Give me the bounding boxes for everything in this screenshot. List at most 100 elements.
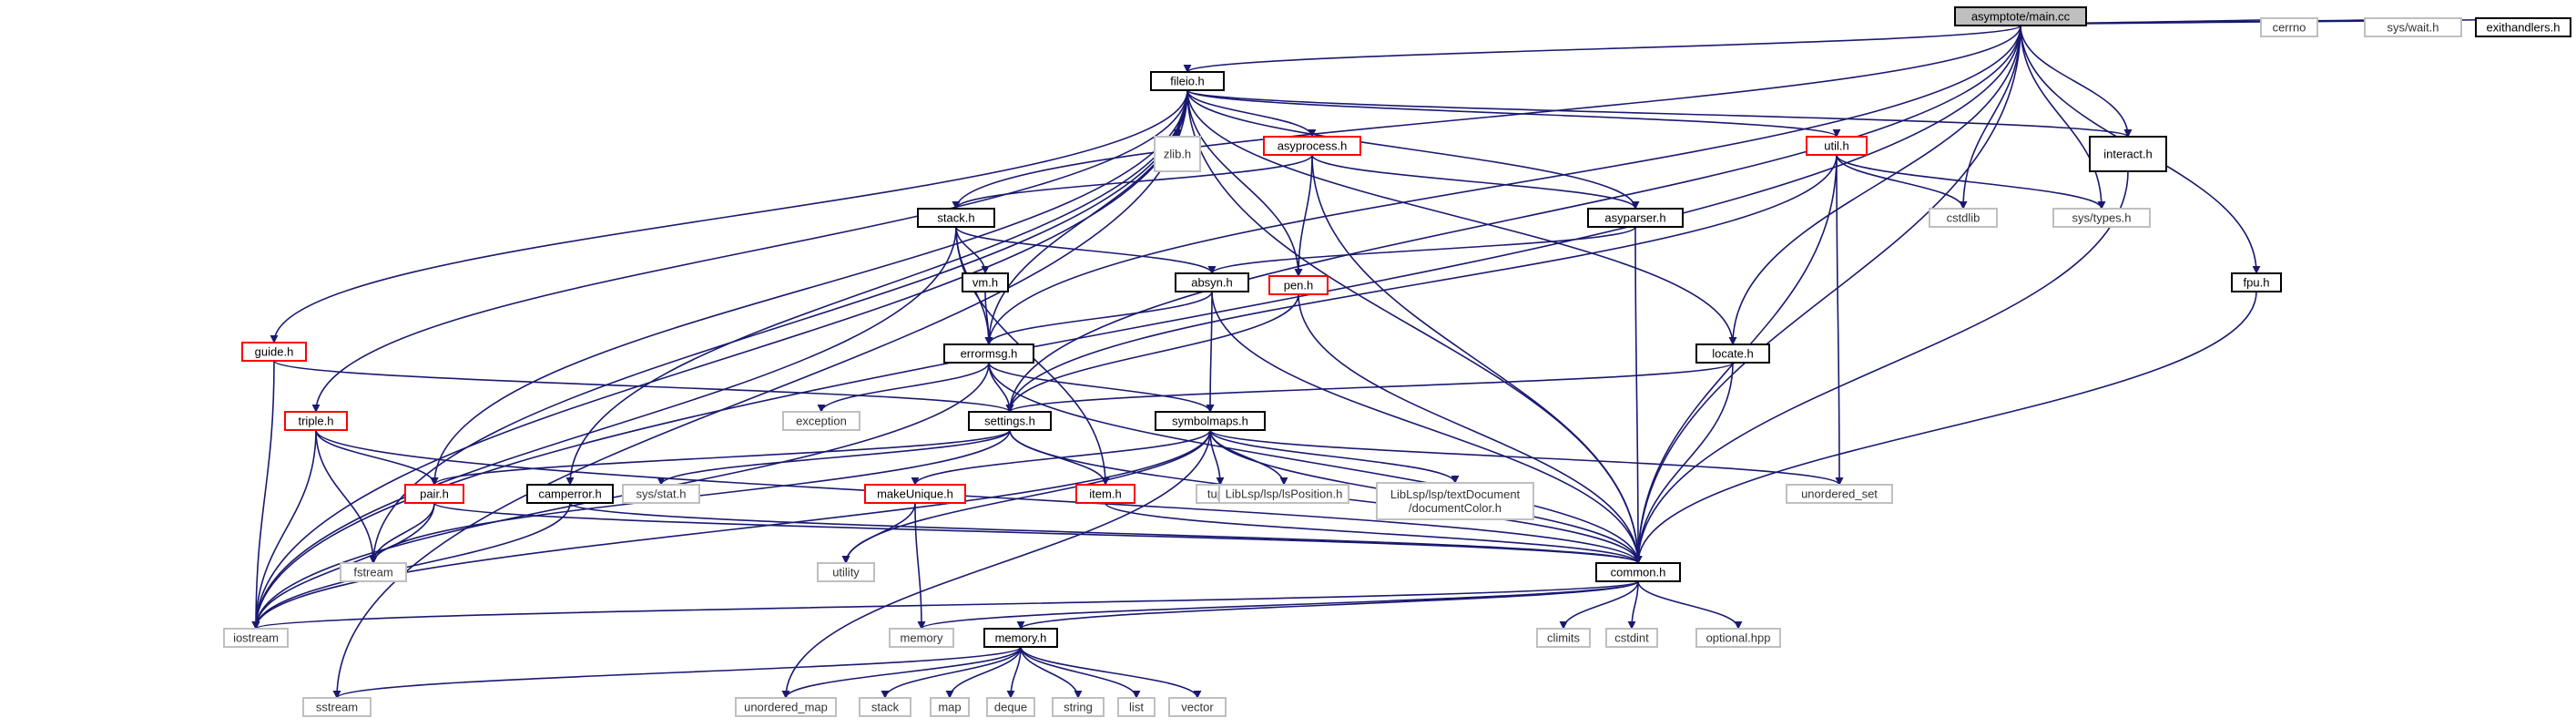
edge-stack-to-iostream bbox=[251, 226, 957, 630]
node-util[interactable]: util.h bbox=[1806, 136, 1868, 156]
node-box bbox=[284, 411, 348, 431]
edge-main-to-iostream bbox=[251, 25, 2021, 630]
node-box bbox=[962, 272, 1009, 292]
node-box bbox=[1806, 136, 1868, 156]
node-cstdlib: cstdlib bbox=[1929, 208, 1998, 228]
node-label: memory.h bbox=[995, 631, 1047, 645]
edge-symbolmaps-to-makeunique bbox=[911, 429, 1211, 486]
edge-main-to-settings bbox=[1005, 25, 2021, 413]
edge-fileio-to-locate bbox=[1186, 89, 1737, 345]
node-lsposition: LibLsp/lsp/lsPosition.h bbox=[1218, 484, 1349, 504]
edge-guide-to-iostream bbox=[251, 360, 275, 630]
edge-asyparser-to-common bbox=[1634, 226, 1643, 564]
node-exithandlers[interactable]: exithandlers.h bbox=[2475, 17, 2571, 37]
node-locate[interactable]: locate.h bbox=[1695, 343, 1770, 364]
edge-memoryh-to-sstream bbox=[332, 646, 1022, 699]
node-label: string bbox=[1064, 701, 1093, 714]
node-makeunique[interactable]: makeUnique.h bbox=[864, 484, 966, 504]
node-item[interactable]: item.h bbox=[1075, 484, 1135, 504]
edge-locate-to-settings bbox=[1005, 362, 1734, 413]
node-box bbox=[817, 562, 875, 582]
edge-fileio-to-triple bbox=[311, 89, 1188, 413]
node-vm[interactable]: vm.h bbox=[962, 272, 1009, 292]
node-box bbox=[2052, 208, 2151, 228]
node-box bbox=[1695, 628, 1781, 648]
edge-util-to-cstdlib bbox=[1836, 154, 1968, 210]
node-box bbox=[735, 697, 837, 717]
node-box bbox=[340, 562, 407, 582]
node-label: asyprocess.h bbox=[1278, 139, 1348, 153]
node-box bbox=[889, 628, 954, 648]
node-camperror[interactable]: camperror.h bbox=[526, 484, 614, 504]
node-stack[interactable]: stack.h bbox=[917, 208, 995, 228]
node-settings[interactable]: settings.h bbox=[968, 411, 1052, 431]
node-optional: optional.hpp bbox=[1695, 628, 1781, 648]
node-asyparser[interactable]: asyparser.h bbox=[1587, 208, 1684, 228]
node-box bbox=[526, 484, 614, 504]
node-triple[interactable]: triple.h bbox=[284, 411, 348, 431]
node-label: util.h bbox=[1824, 139, 1848, 153]
node-box bbox=[1218, 484, 1349, 504]
node-label: memory bbox=[901, 631, 943, 645]
edge-memoryh-to-unordered_map bbox=[781, 646, 1022, 699]
node-box bbox=[1605, 628, 1658, 648]
node-box bbox=[943, 343, 1034, 364]
node-label: common.h bbox=[1611, 566, 1666, 579]
edge-main-to-common bbox=[1634, 25, 2021, 564]
node-memory: memory bbox=[889, 628, 954, 648]
node-systypes: sys/types.h bbox=[2052, 208, 2151, 228]
node-errormsg[interactable]: errormsg.h bbox=[943, 343, 1034, 364]
node-pair[interactable]: pair.h bbox=[404, 484, 464, 504]
edge-memoryh-to-map bbox=[945, 646, 1022, 699]
node-label: settings.h bbox=[984, 415, 1035, 428]
node-label: cstdlib bbox=[1947, 211, 1980, 225]
node-label: symbolmaps.h bbox=[1172, 415, 1248, 428]
node-string: string bbox=[1052, 697, 1105, 717]
node-box bbox=[1175, 272, 1249, 292]
node-symbolmaps[interactable]: symbolmaps.h bbox=[1155, 411, 1266, 431]
node-main[interactable]: asymptote/main.cc bbox=[1954, 6, 2087, 26]
edge-absyn-to-errormsg bbox=[984, 291, 1213, 345]
edge-pen-to-common bbox=[1298, 293, 1643, 564]
node-map: map bbox=[930, 697, 970, 717]
node-guide[interactable]: guide.h bbox=[241, 342, 307, 362]
node-interact[interactable]: interact.h bbox=[2089, 136, 2167, 172]
edge-asyprocess-to-pen bbox=[1294, 154, 1313, 277]
node-exception: exception bbox=[782, 411, 860, 431]
node-box bbox=[1786, 484, 1893, 504]
edge-common-to-optional bbox=[1637, 580, 1743, 630]
node-asyprocess[interactable]: asyprocess.h bbox=[1263, 136, 1361, 156]
node-syswait: sys/wait.h bbox=[2364, 17, 2462, 37]
node-absyn[interactable]: absyn.h bbox=[1175, 272, 1249, 292]
node-sysstat: sys/stat.h bbox=[622, 484, 700, 504]
edge-triple-to-iostream bbox=[251, 429, 317, 630]
node-box bbox=[2231, 272, 2282, 292]
node-label: LibLsp/lsp/textDocument bbox=[1390, 487, 1521, 501]
edge-symbolmaps-to-doccolor bbox=[1209, 429, 1460, 484]
edge-main-to-systypes bbox=[2020, 25, 2106, 210]
node-box bbox=[1929, 208, 1998, 228]
node-memoryh[interactable]: memory.h bbox=[983, 628, 1058, 648]
node-box bbox=[1695, 343, 1770, 364]
edge-symbolmaps-to-unordered_set bbox=[1209, 429, 1844, 486]
node-box bbox=[1263, 136, 1361, 156]
node-label: cstdint bbox=[1614, 631, 1649, 645]
edge-fileio-to-sstream bbox=[332, 89, 1188, 699]
node-fpu[interactable]: fpu.h bbox=[2231, 272, 2282, 292]
edge-camperror-to-common bbox=[569, 502, 1643, 564]
node-box bbox=[983, 628, 1058, 648]
node-pen[interactable]: pen.h bbox=[1268, 275, 1329, 295]
node-label: deque bbox=[994, 701, 1027, 714]
node-label: camperror.h bbox=[538, 487, 601, 501]
edge-makeunique-to-memory bbox=[914, 502, 926, 630]
edge-memoryh-to-stackstd bbox=[881, 646, 1022, 699]
node-box bbox=[1268, 275, 1329, 295]
node-cerrno: cerrno bbox=[2260, 17, 2318, 37]
node-box bbox=[1376, 482, 1534, 520]
edge-asyparser-to-absyn bbox=[1207, 226, 1636, 274]
node-common[interactable]: common.h bbox=[1595, 562, 1681, 582]
node-box bbox=[1954, 6, 2087, 26]
node-box bbox=[859, 697, 911, 717]
edge-triple-to-pair bbox=[315, 429, 439, 486]
node-fileio[interactable]: fileio.h bbox=[1150, 71, 1225, 91]
